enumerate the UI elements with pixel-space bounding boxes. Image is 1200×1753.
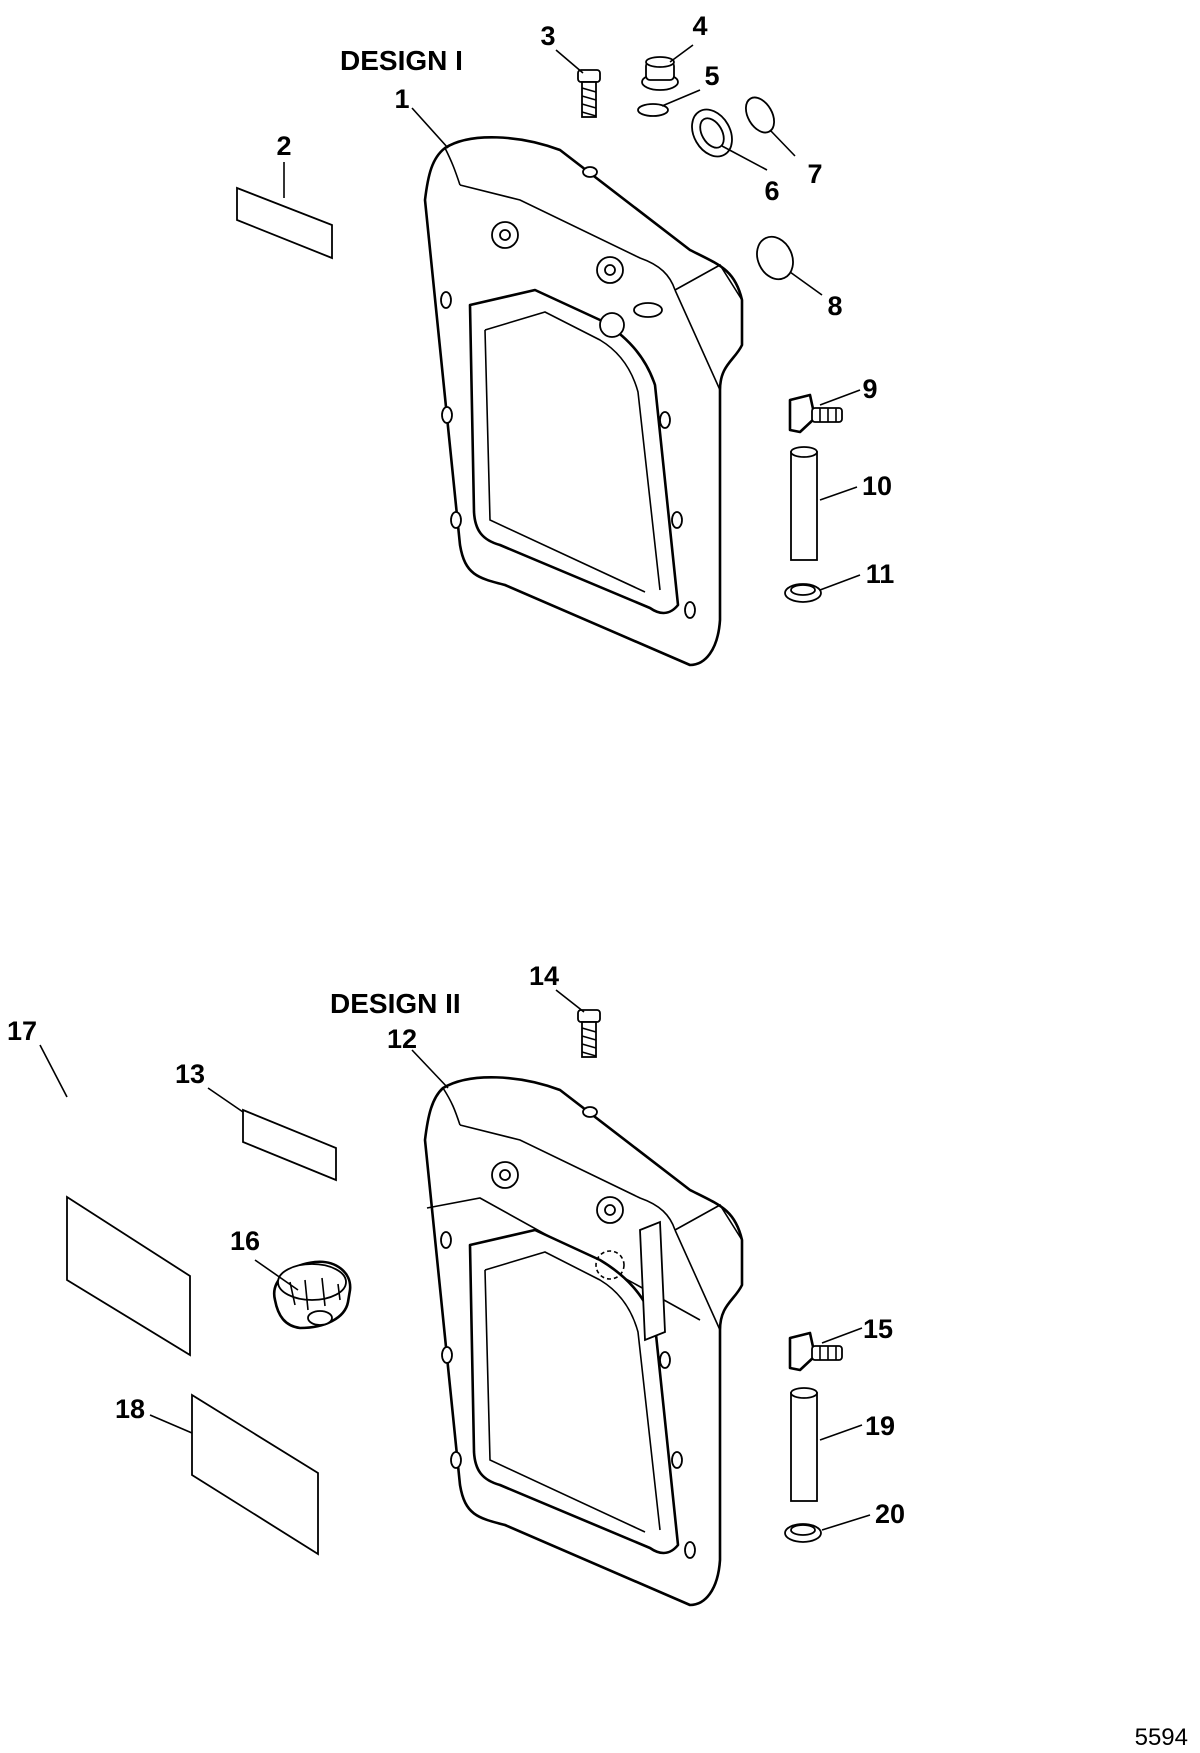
decal-part-18 bbox=[191, 1393, 319, 1556]
elbow-fitting-part-15 bbox=[788, 1331, 843, 1372]
callout-7: 7 bbox=[807, 159, 822, 189]
callout-13: 13 bbox=[175, 1059, 205, 1089]
o-ring-part-5 bbox=[637, 103, 669, 117]
clamp-part-20 bbox=[784, 1523, 822, 1543]
decal-part-2 bbox=[236, 186, 333, 260]
callout-2: 2 bbox=[276, 131, 291, 161]
callout-3: 3 bbox=[540, 21, 555, 51]
callout-16: 16 bbox=[230, 1226, 260, 1256]
callout-9: 9 bbox=[862, 374, 877, 404]
clamp-part-11 bbox=[784, 583, 822, 603]
elbow-fitting-part-9 bbox=[788, 393, 843, 434]
callout-4: 4 bbox=[692, 11, 707, 41]
grommet-part-6 bbox=[691, 108, 733, 158]
decal-part-13 bbox=[242, 1108, 337, 1182]
design-1-title: DESIGN I bbox=[340, 45, 463, 76]
callout-1: 1 bbox=[394, 84, 409, 114]
hose-part-10 bbox=[790, 446, 818, 561]
callout-20: 20 bbox=[875, 1499, 905, 1529]
callout-12: 12 bbox=[387, 1024, 417, 1054]
reservoir-design-2 bbox=[423, 1076, 744, 1607]
callout-19: 19 bbox=[865, 1411, 895, 1441]
fitting-part-3 bbox=[577, 69, 601, 118]
callout-14: 14 bbox=[529, 961, 559, 991]
callout-10: 10 bbox=[862, 471, 892, 501]
figure-code: 5594 bbox=[1135, 1724, 1188, 1751]
design-1-group: DESIGN I bbox=[236, 11, 895, 667]
callout-11: 11 bbox=[866, 559, 895, 589]
fill-cap-part-16 bbox=[272, 1260, 352, 1330]
fitting-part-14 bbox=[577, 1009, 601, 1058]
cap-part-4 bbox=[641, 56, 679, 91]
plug-part-8 bbox=[756, 235, 794, 281]
callout-6: 6 bbox=[764, 176, 779, 206]
callout-8: 8 bbox=[827, 291, 842, 321]
design-2-group: DESIGN II bbox=[7, 961, 905, 1607]
decal-part-17 bbox=[66, 1195, 191, 1357]
callout-18: 18 bbox=[115, 1394, 145, 1424]
callout-15: 15 bbox=[863, 1314, 893, 1344]
hose-part-19 bbox=[790, 1387, 818, 1502]
callout-17: 17 bbox=[7, 1016, 37, 1046]
reservoir-design-1 bbox=[423, 136, 744, 667]
callout-5: 5 bbox=[704, 61, 719, 91]
design-2-title: DESIGN II bbox=[330, 988, 461, 1019]
ring-part-7 bbox=[745, 96, 775, 134]
